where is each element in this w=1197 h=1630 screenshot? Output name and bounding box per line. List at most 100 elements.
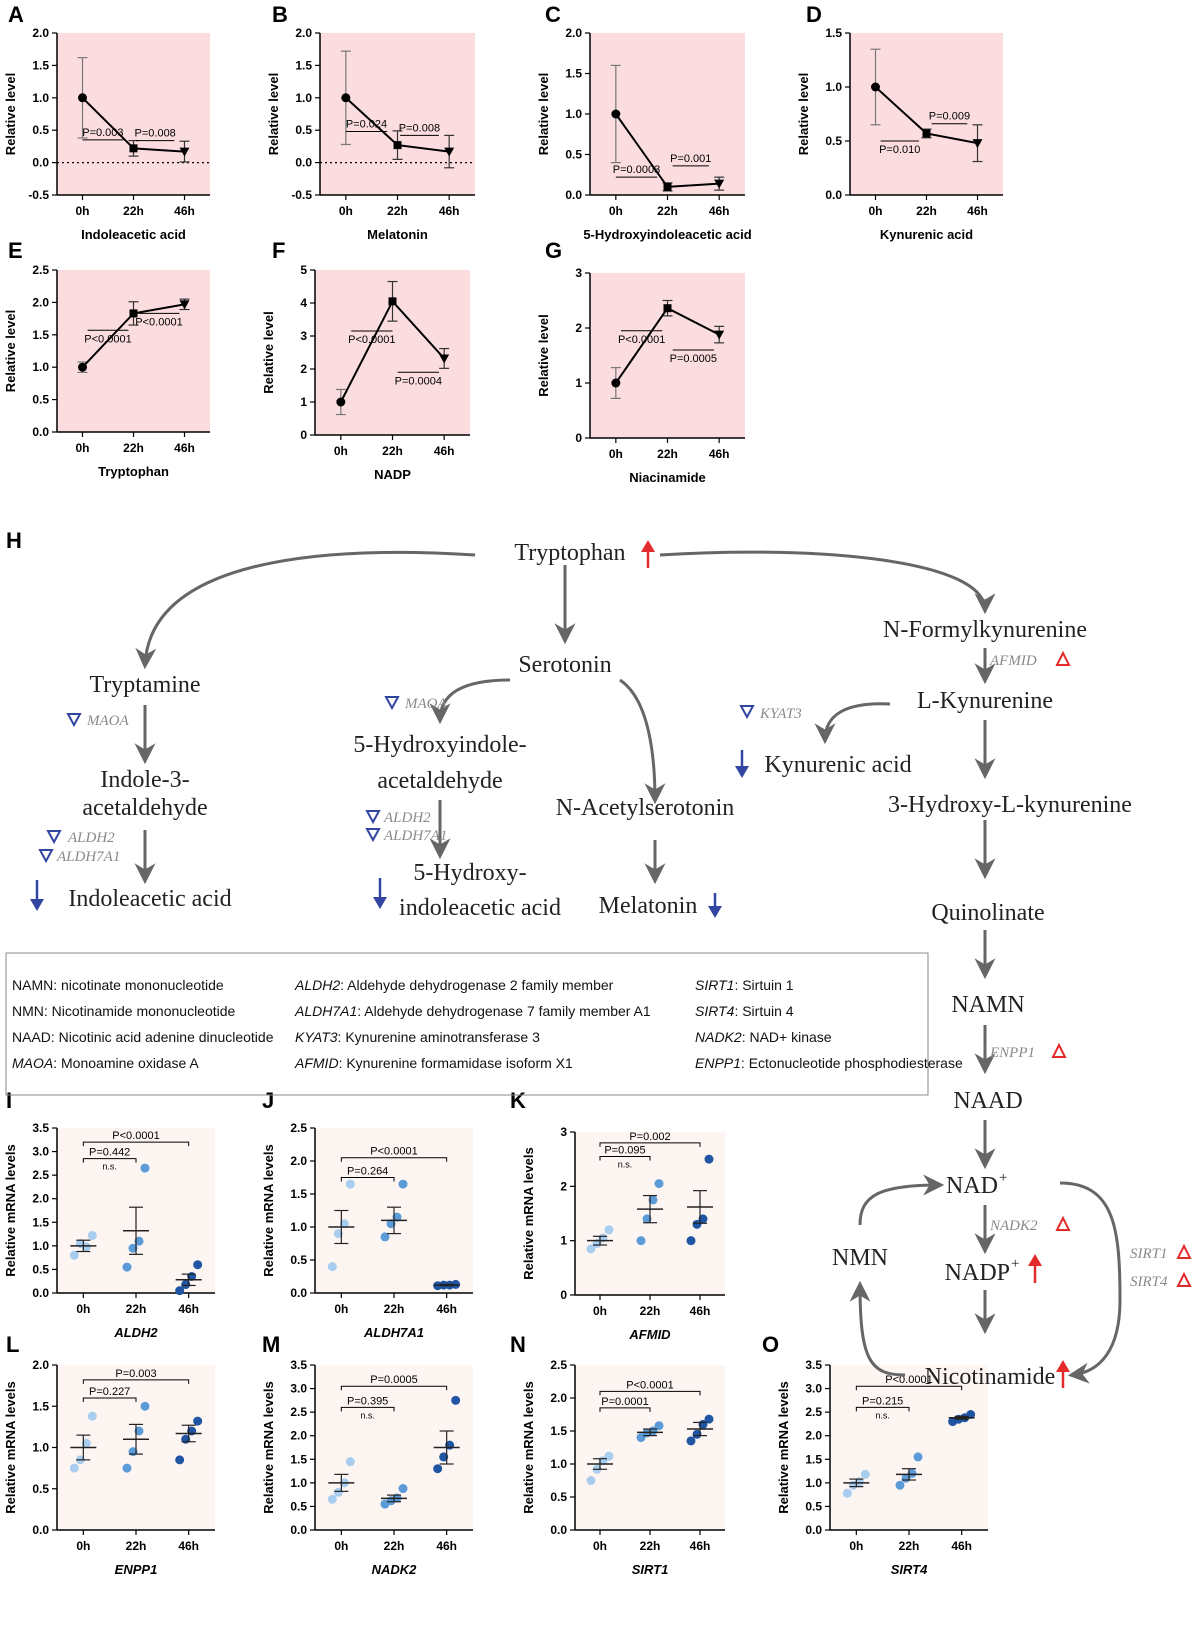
data-point xyxy=(193,1260,203,1270)
up-arrow-icon xyxy=(641,540,655,552)
y-tick-label: 1.0 xyxy=(32,91,49,105)
x-tick-label: 46h xyxy=(178,1539,199,1553)
legend-entry: AFMID: Kynurenine formamidase isoform X1 xyxy=(294,1055,573,1071)
data-point xyxy=(692,1219,702,1229)
significance-bracket xyxy=(82,1379,190,1384)
node-hiaa-line1: 5-Hydroxy- xyxy=(413,860,526,886)
legend-entry: NAAD: Nicotinic acid adenine dinucleotid… xyxy=(12,1029,274,1045)
legend-desc: : Aldehyde dehydrogenase 7 family member… xyxy=(357,1003,651,1019)
chart-title: Kynurenic acid xyxy=(880,227,973,242)
data-point xyxy=(122,1262,132,1272)
data-point xyxy=(439,1452,449,1462)
chart-title: AFMID xyxy=(628,1327,671,1342)
arrow-trp-to-tryptamine xyxy=(135,550,476,670)
pathway-diagram: H Tryptophan xyxy=(5,528,1192,1390)
data-point xyxy=(134,1426,144,1436)
pvalue-label: P=0.395 xyxy=(347,1395,388,1407)
up-triangle-icon xyxy=(1055,650,1071,666)
x-tick-label: 22h xyxy=(382,444,403,458)
y-tick-label: 1 xyxy=(560,1234,567,1248)
x-tick-label: 22h xyxy=(916,204,937,218)
y-tick-label: 3.5 xyxy=(805,1358,822,1372)
data-point xyxy=(895,1480,905,1490)
node-nad: NAD xyxy=(946,1173,998,1199)
pvalue-label: P<0.0001 xyxy=(370,1146,417,1158)
y-tick-label: 1 xyxy=(575,376,582,390)
data-point xyxy=(140,1163,150,1173)
x-tick-label: 22h xyxy=(384,1302,405,1316)
data-point xyxy=(692,1429,702,1439)
legend-desc: : Aldehyde dehydrogenase 2 family member xyxy=(340,977,613,993)
pvalue-label: P=0.095 xyxy=(604,1144,645,1156)
pvalue-label: P=0.001 xyxy=(670,153,711,165)
data-point xyxy=(913,1452,923,1462)
y-axis-label: Relative level xyxy=(266,73,281,155)
y-tick-label: 2.0 xyxy=(295,26,312,40)
y-tick-label: 0.5 xyxy=(290,1499,307,1513)
panel-label-e: E xyxy=(8,238,23,263)
chart-title: Tryptophan xyxy=(98,464,169,479)
data-point xyxy=(704,1414,714,1424)
node-nad-superscript: + xyxy=(999,1170,1007,1186)
y-tick-label: 0.5 xyxy=(550,1490,567,1504)
y-tick-label: 0.5 xyxy=(825,134,842,148)
x-tick-label: 22h xyxy=(126,1539,147,1553)
data-point xyxy=(81,1242,91,1252)
pathway-arrows xyxy=(134,550,1122,1384)
pvalue-label: P=0.264 xyxy=(347,1166,388,1178)
data-point xyxy=(339,1219,349,1229)
y-axis-label: Relative mRNA levels xyxy=(521,1381,536,1513)
x-tick-label: 22h xyxy=(640,1304,661,1318)
node-hiaa-line2: indoleacetic acid xyxy=(399,895,561,921)
legend-entry: SIRT4: Sirtuin 4 xyxy=(695,1003,794,1019)
panel-label-g: G xyxy=(545,238,562,263)
y-tick-label: 1.5 xyxy=(32,58,49,72)
chart-title: ALDH7A1 xyxy=(363,1325,424,1340)
arrow-nad-to-nicotinamide xyxy=(1059,1181,1122,1384)
y-tick-label: 1.5 xyxy=(32,1399,49,1413)
legend-abbr: ENPP1 xyxy=(695,1055,741,1071)
legend-abbr: ALDH2 xyxy=(294,977,340,993)
legend-desc: : Sirtuin 4 xyxy=(734,1003,793,1019)
data-point xyxy=(81,1438,91,1448)
node-hydroxyindole-line2: acetaldehyde xyxy=(377,768,502,794)
x-tick-label: 22h xyxy=(657,204,678,218)
data-point xyxy=(611,378,621,388)
panel-label-h: H xyxy=(6,528,22,553)
data-point xyxy=(140,1401,150,1411)
legend-desc: : nicotinate mononucleotide xyxy=(53,977,224,993)
x-tick-label: 0h xyxy=(849,1539,863,1553)
panel-label-f: F xyxy=(272,238,285,263)
y-axis-label: Relative level xyxy=(536,314,551,396)
data-point xyxy=(842,1488,852,1498)
ns-label: n.s. xyxy=(360,1410,375,1420)
y-tick-label: 1.5 xyxy=(825,26,842,40)
y-tick-label: -0.5 xyxy=(28,188,49,202)
y-tick-label: 1.0 xyxy=(32,1239,49,1253)
data-point xyxy=(686,1236,696,1246)
y-tick-label: 3 xyxy=(560,1125,567,1139)
down-triangle-icon xyxy=(365,828,381,843)
down-triangle-icon xyxy=(38,849,54,864)
up-triangle-icon xyxy=(1051,1042,1067,1058)
y-tick-label: 2.0 xyxy=(32,26,49,40)
enzyme-maoa-mid: MAOA xyxy=(404,696,447,712)
node-nformylkynurenine: N-Formylkynurenine xyxy=(883,617,1087,643)
x-tick-label: 22h xyxy=(123,204,144,218)
y-tick-label: 1.0 xyxy=(565,107,582,121)
legend-entry: NMN: Nicotinamide mononucleotide xyxy=(12,1003,236,1019)
y-tick-label: 2.5 xyxy=(550,1358,567,1372)
data-point xyxy=(87,1411,97,1421)
y-tick-label: 1.0 xyxy=(825,80,842,94)
legend-abbr: ALDH7A1 xyxy=(294,1003,357,1019)
y-tick-label: 2.0 xyxy=(290,1429,307,1443)
data-point xyxy=(611,109,621,119)
arrow-lkyn-to-kynurenic xyxy=(814,702,891,745)
y-tick-label: 3.5 xyxy=(32,1121,49,1135)
y-tick-label: 2.5 xyxy=(32,263,49,277)
